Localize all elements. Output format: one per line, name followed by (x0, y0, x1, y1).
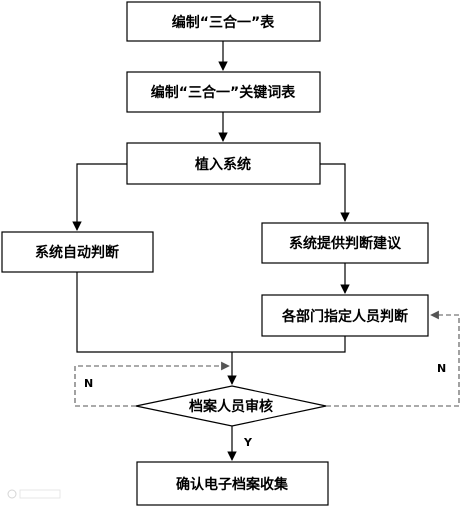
node-archivist-review-label: 档案人员审核 (189, 398, 273, 415)
node-confirm-collect: 确认电子档案收集 (136, 461, 329, 506)
node-confirm-collect-label: 确认电子档案收集 (176, 476, 289, 493)
node-embed-system: 植入系统 (126, 142, 321, 185)
edge-yes: Y (227, 426, 253, 461)
node-system-suggest: 系统提供判断建议 (261, 222, 429, 264)
edge-no-right-label: N (437, 362, 446, 375)
node-dept-assign-label: 各部门指定人员判断 (281, 308, 408, 325)
node-auto-judge: 系统自动判断 (1, 231, 154, 273)
edge-3-suggest (320, 163, 350, 222)
edge-no-right: N (326, 310, 460, 407)
node-compile-keyword-table: 编制“三合一”关键词表 (126, 71, 321, 113)
node-archivist-review: 档案人员审核 (135, 385, 327, 427)
node-dept-assign: 各部门指定人员判断 (261, 294, 429, 337)
edge-merge (76, 272, 346, 385)
edge-3-auto (72, 163, 127, 231)
node-compile-table: 编制“三合一”表 (126, 1, 321, 42)
watermark-logo (7, 489, 61, 499)
node-system-suggest-label: 系统提供判断建议 (289, 235, 402, 252)
edge-no-left-label: N (84, 377, 93, 390)
edge-yes-label: Y (243, 436, 253, 449)
node-embed-system-label: 植入系统 (194, 156, 251, 173)
node-auto-judge-label: 系统自动判断 (35, 244, 119, 261)
edge-no-left: N (74, 361, 230, 407)
node-compile-table-label: 编制“三合一”表 (172, 14, 275, 31)
node-compile-keyword-table-label: 编制“三合一”关键词表 (151, 84, 296, 101)
